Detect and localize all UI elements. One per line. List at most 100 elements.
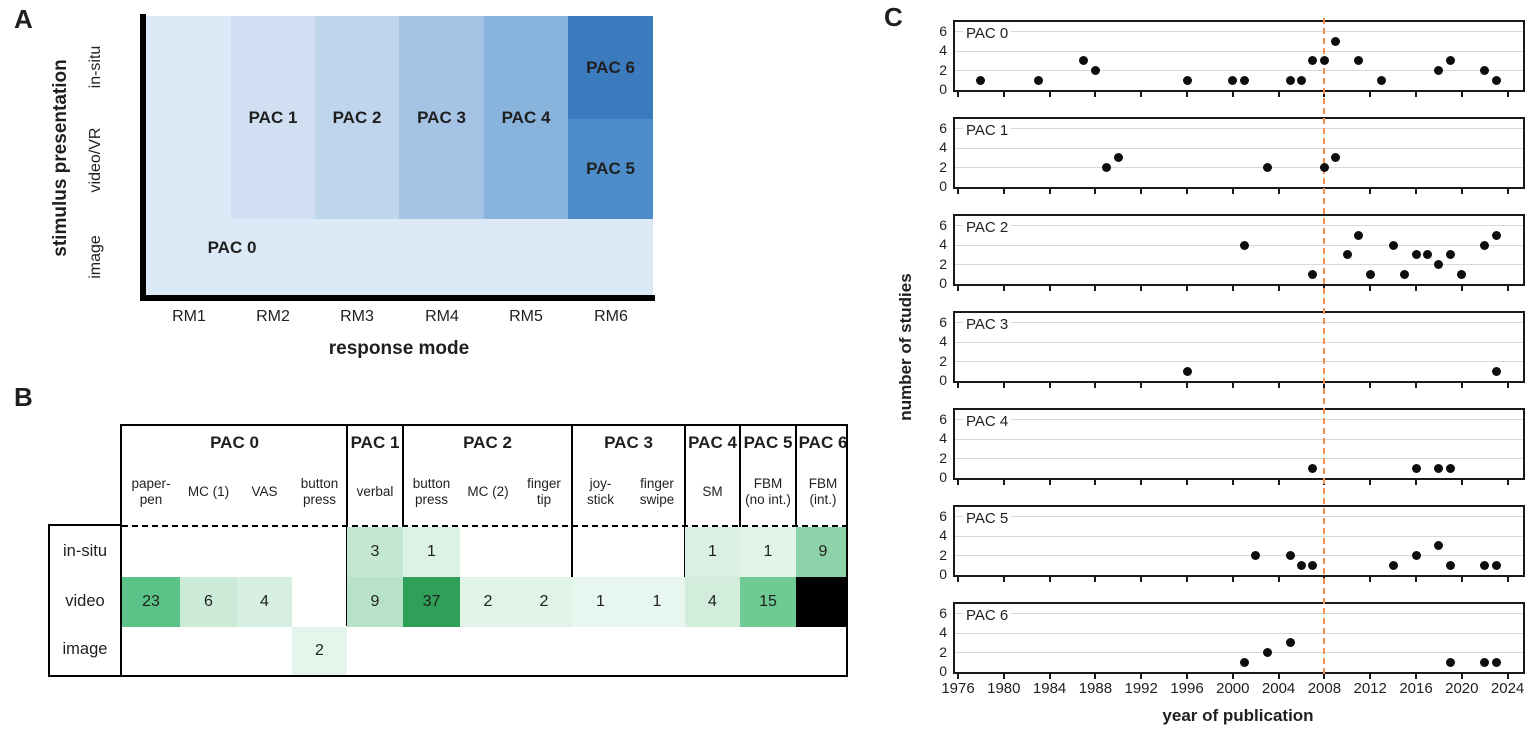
sub-col-header: MC (2) <box>460 460 516 524</box>
y-tick-label: 6 <box>939 119 947 136</box>
data-point <box>1388 560 1398 570</box>
x-tick-label: 1976 <box>941 680 975 697</box>
x-tick <box>1140 92 1143 97</box>
sub-col-header-line: finger <box>527 475 561 491</box>
y-tick-label: 2 <box>939 643 947 660</box>
data-point <box>1262 648 1272 658</box>
x-tick <box>1140 189 1143 194</box>
sub-col-header: MC (1) <box>180 460 237 524</box>
x-tick <box>1506 92 1509 97</box>
row-label-image: image <box>62 640 108 658</box>
subplot-pac-1: PAC 1 <box>953 117 1525 189</box>
x-tick <box>1002 189 1005 194</box>
x-tick <box>1460 286 1463 291</box>
data-point <box>1297 560 1306 570</box>
subplot-pac-3: PAC 3 <box>953 311 1525 383</box>
x-tick <box>957 674 959 679</box>
data-point <box>1319 56 1329 66</box>
sub-col-header: FBM(int.) <box>796 460 846 524</box>
heatmap-cell: 3 <box>347 527 403 577</box>
gridline <box>955 613 1523 615</box>
sub-col-header-line: FBM <box>808 475 838 491</box>
x-tick <box>1415 577 1417 582</box>
x-tick <box>957 577 959 582</box>
subplot-pac-0: PAC 0 <box>953 20 1525 92</box>
y-tick-label: 6 <box>939 410 947 427</box>
data-point <box>1457 269 1467 279</box>
data-point <box>1239 75 1249 85</box>
x-tick-label: 2016 <box>1399 680 1433 697</box>
x-tick <box>1369 480 1372 485</box>
sub-col-header: paper-pen <box>122 460 180 524</box>
x-tick <box>1277 674 1280 679</box>
pac-group-header: PAC 1 <box>350 433 400 452</box>
x-tick-label: 2008 <box>1307 680 1342 697</box>
heatmap-cell: 9 <box>347 577 403 627</box>
x-tick <box>1140 577 1143 582</box>
x-tick <box>1186 383 1188 388</box>
x-tick-label: 2020 <box>1445 680 1479 697</box>
pac-group-header: PAC 5 <box>743 433 793 452</box>
x-tick <box>1048 189 1051 194</box>
x-tick <box>1094 92 1097 97</box>
heatmap-cell: 4 <box>685 577 740 627</box>
y-tick-label: 4 <box>939 527 947 544</box>
data-point <box>1354 231 1364 240</box>
data-point <box>1434 66 1444 76</box>
data-point <box>1308 56 1318 66</box>
y-tick-label: 2 <box>939 61 947 78</box>
x-tick-label: 2000 <box>1216 680 1250 697</box>
data-point <box>1365 269 1375 279</box>
x-tick <box>1186 286 1188 291</box>
region-label-pac4: PAC 4 <box>501 108 551 127</box>
x-tick <box>1231 383 1234 388</box>
sub-col-header-line: SM <box>702 483 723 499</box>
gridline <box>955 50 1523 52</box>
region-label-pac6: PAC 6 <box>586 58 635 77</box>
y-tick-label: 4 <box>939 42 947 59</box>
data-point <box>1182 75 1192 85</box>
x-tick <box>1506 577 1509 582</box>
region-pac4 <box>484 16 568 219</box>
gridline <box>955 438 1523 440</box>
x-tick <box>1460 480 1463 485</box>
gridline <box>955 264 1523 266</box>
data-point <box>1297 75 1306 85</box>
gridline <box>955 652 1523 654</box>
data-point <box>1342 250 1352 260</box>
y-tick-label: 0 <box>939 275 947 291</box>
y-tick-label: 6 <box>939 313 947 330</box>
x-tick <box>1369 383 1372 388</box>
x-tick <box>1277 480 1280 485</box>
x-tick <box>1140 674 1143 679</box>
sub-col-header: joy-stick <box>572 460 629 524</box>
y-tick-label: 6 <box>939 604 947 621</box>
panel-a-xtick-rm3: RM3 <box>340 308 374 325</box>
data-point <box>1491 75 1501 85</box>
x-tick <box>1002 92 1005 97</box>
row-label-insitu: in-situ <box>62 542 107 560</box>
x-tick <box>1186 189 1188 194</box>
x-tick <box>1415 383 1417 388</box>
sub-col-header-line: VAS <box>251 483 278 499</box>
x-tick-label: 2024 <box>1490 680 1525 697</box>
data-point <box>1182 366 1192 376</box>
x-tick <box>1094 480 1097 485</box>
subplot-title: PAC 2 <box>963 219 1012 236</box>
sub-col-header: FBM(no int.) <box>740 460 796 524</box>
y-tick-label: 2 <box>939 449 947 466</box>
x-tick <box>957 383 959 388</box>
sub-col-header-line: MC (1) <box>187 483 230 499</box>
x-tick <box>1369 189 1372 194</box>
region-pac5 <box>568 119 653 219</box>
subplot-pac-5: PAC 5 <box>953 505 1525 577</box>
data-point <box>1102 163 1112 173</box>
data-point <box>1411 551 1421 561</box>
gridline <box>955 167 1523 169</box>
heatmap-cell: 37 <box>403 577 460 627</box>
x-tick <box>1369 674 1372 679</box>
x-tick-label: 2012 <box>1353 680 1387 697</box>
panel-b-row-label-box: in-situ video image <box>48 524 122 677</box>
y-tick-label: 4 <box>939 624 947 641</box>
